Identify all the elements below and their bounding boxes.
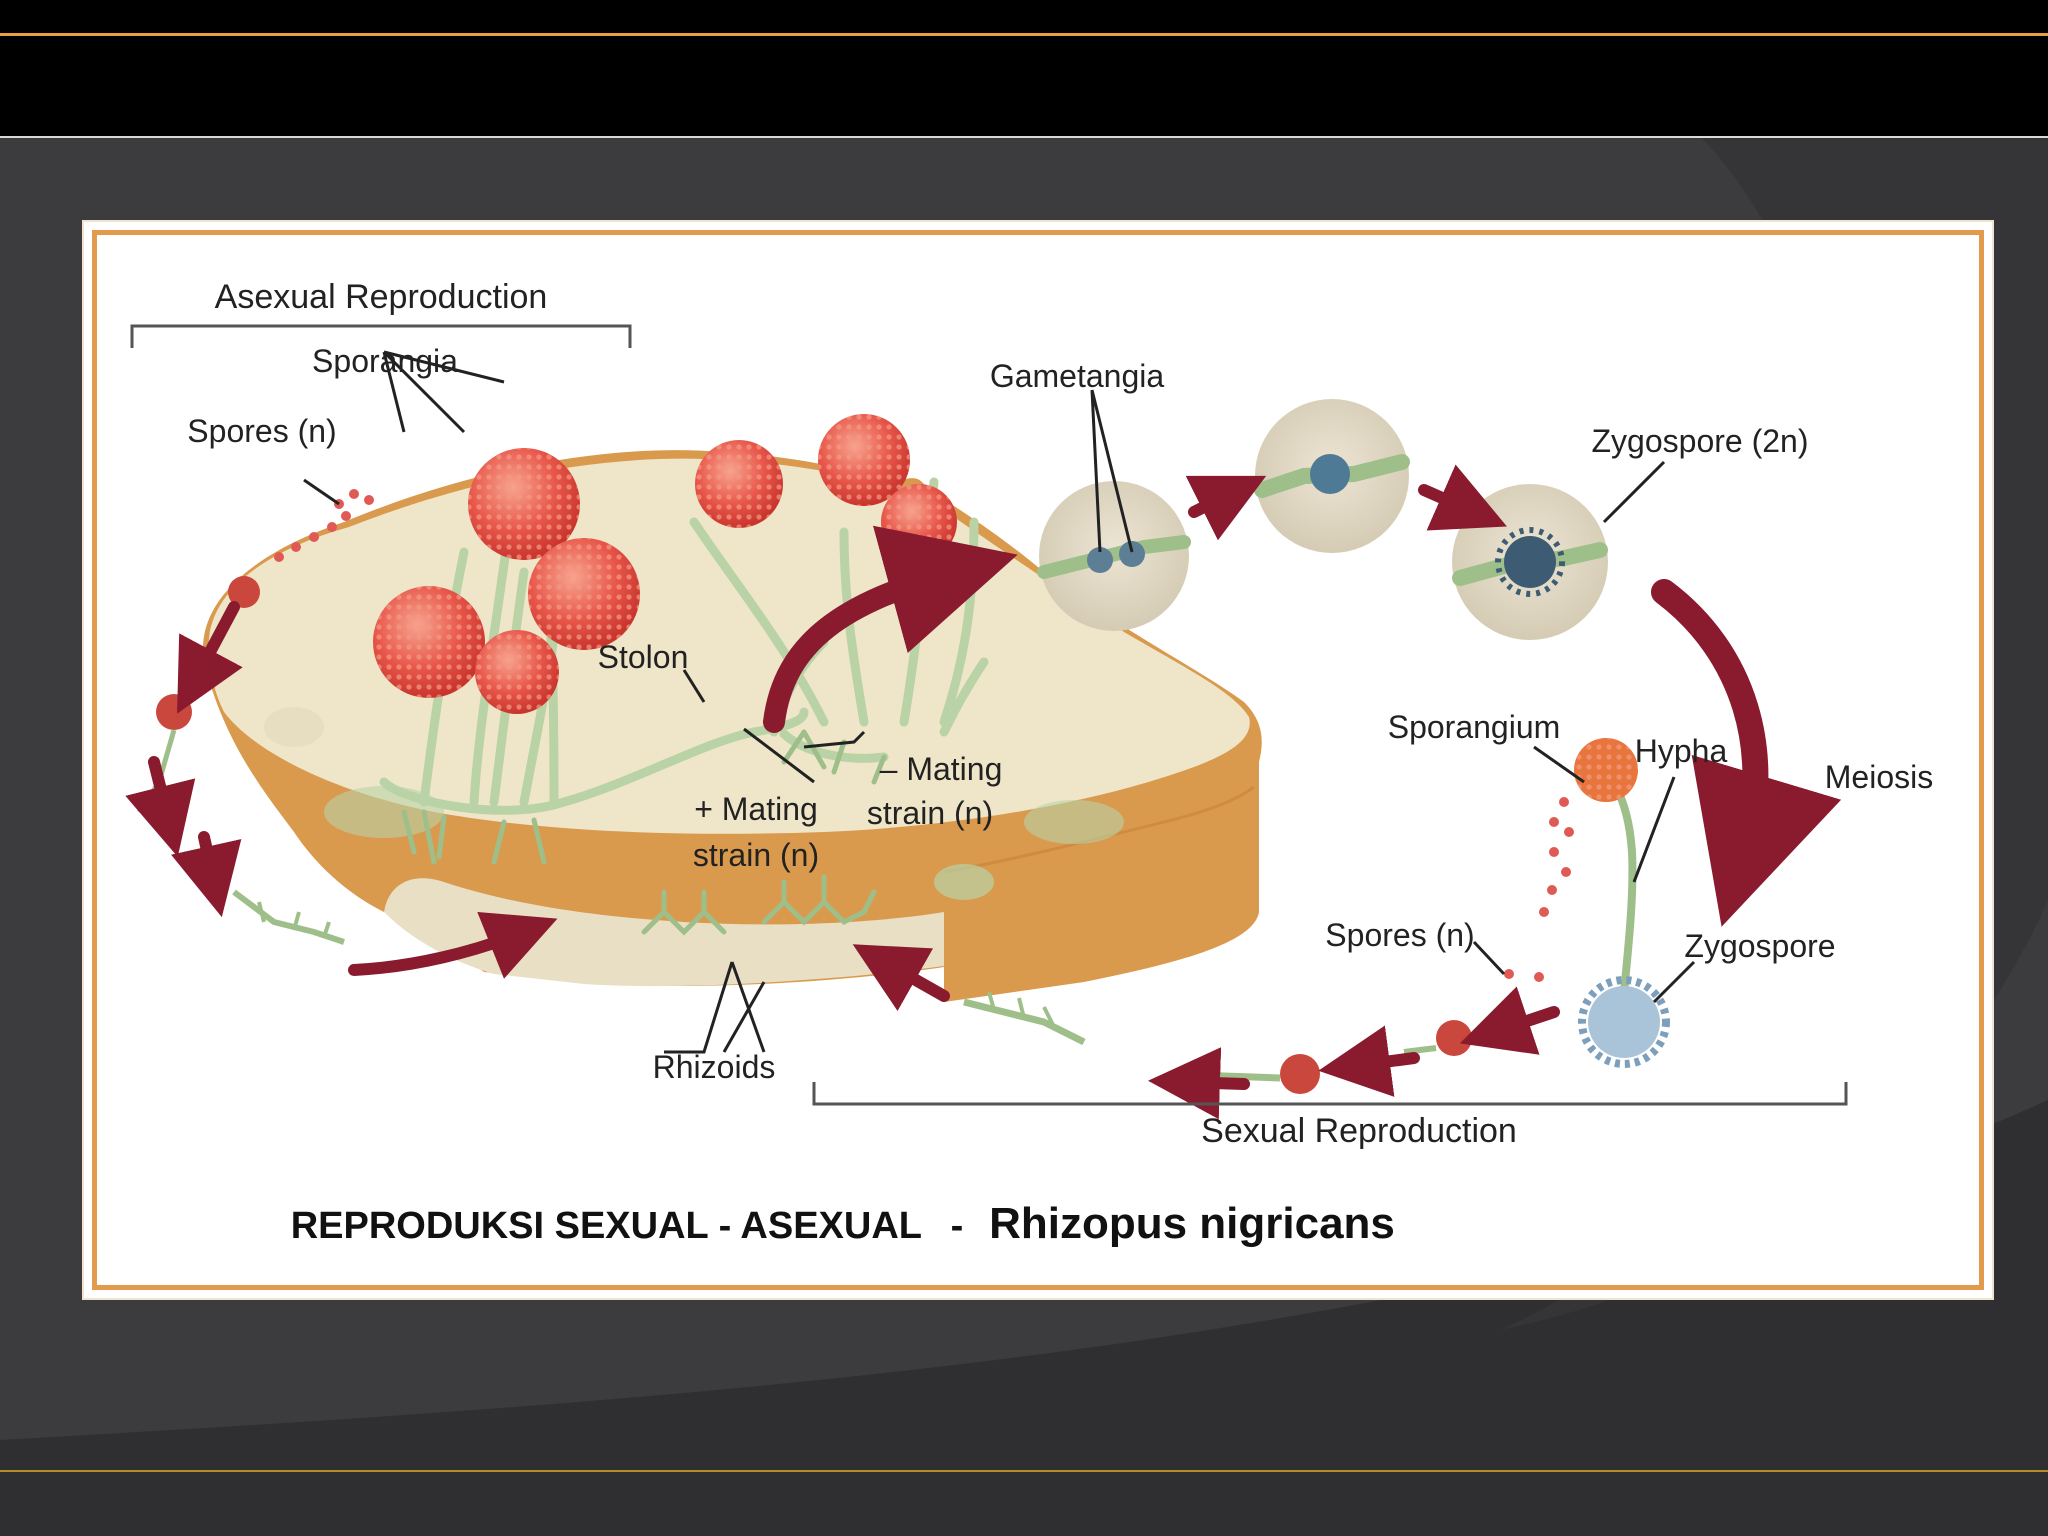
- gametangia-stage-circles: [1037, 399, 1608, 640]
- sexual-bracket: [812, 1082, 1848, 1106]
- label-zygospore: Zygospore: [1684, 928, 1835, 964]
- label-spores-left: Spores (n): [187, 413, 336, 449]
- zygospore-germination: [963, 738, 1670, 1094]
- label-sporangia: Sporangia: [312, 343, 458, 379]
- caption-separator: -: [951, 1205, 964, 1247]
- label-sexual-reproduction: Sexual Reproduction: [1201, 1112, 1517, 1150]
- label-plus-mating-strain-1: + Mating: [694, 791, 818, 827]
- label-meiosis: Meiosis: [1825, 759, 1933, 795]
- label-zygospore-2n: Zygospore (2n): [1592, 423, 1809, 459]
- diagram-frame: Asexual Reproduction Sporangia Spores (n…: [84, 222, 1992, 1298]
- cycle-arrows: [125, 464, 1842, 1120]
- label-gametangia: Gametangia: [990, 358, 1165, 394]
- label-minus-mating-strain-2: strain (n): [867, 795, 993, 831]
- frame-border: [92, 230, 1984, 1290]
- label-spores-right: Spores (n): [1325, 917, 1474, 953]
- label-asexual-reproduction: Asexual Reproduction: [215, 278, 548, 316]
- label-leader-lines: [303, 350, 1696, 1054]
- title-accent-line: [0, 33, 2048, 36]
- rhizoids-group: [401, 729, 887, 936]
- title-bar: [0, 0, 2048, 138]
- spores-left: [274, 489, 374, 562]
- label-hypha: Hypha: [1635, 733, 1728, 769]
- label-stolon: Stolon: [598, 639, 689, 675]
- caption-species: Rhizopus nigricans: [989, 1199, 1395, 1248]
- label-sporangium: Sporangium: [1388, 709, 1561, 745]
- label-minus-mating-strain-1: – Mating: [880, 751, 1003, 787]
- caption-title: REPRODUKSI SEXUAL - ASEXUAL: [291, 1205, 922, 1247]
- label-rhizoids: Rhizoids: [653, 1049, 776, 1085]
- footer-accent-line: [0, 1470, 2048, 1472]
- label-plus-mating-strain-2: strain (n): [693, 837, 819, 873]
- rhizopus-life-cycle-diagram: Asexual Reproduction Sporangia Spores (n…: [125, 278, 1933, 1248]
- asexual-bracket: [130, 324, 632, 348]
